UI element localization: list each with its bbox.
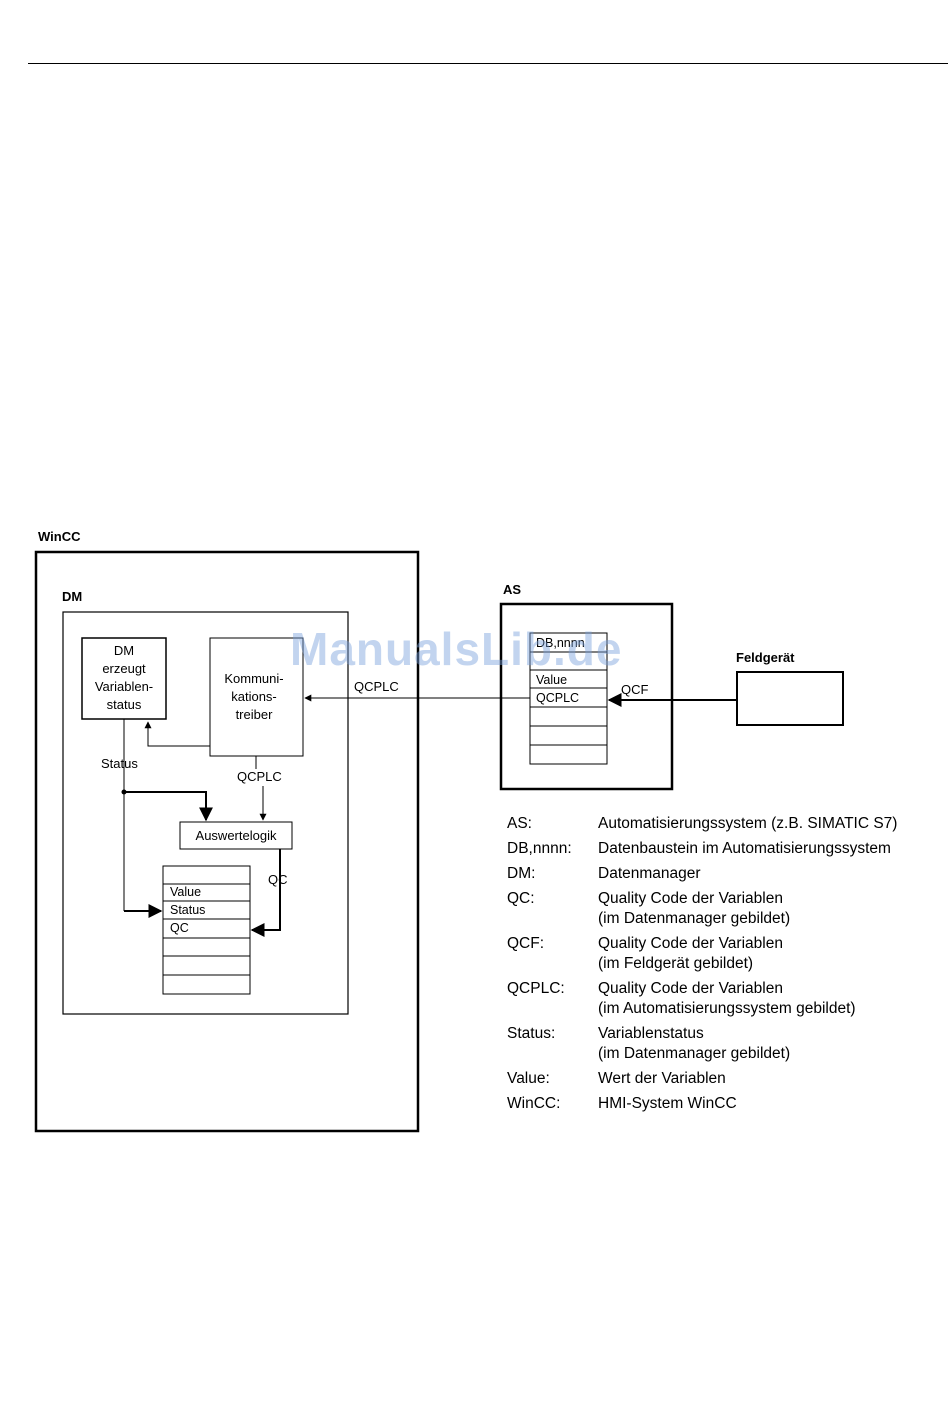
legend-value: HMI-System WinCC	[598, 1095, 737, 1112]
feldgeraet-label: Feldgerät	[736, 650, 795, 665]
wincc-label: WinCC	[38, 529, 81, 544]
legend-row-qc: QC: Quality Code der Variablen (im Daten…	[507, 889, 947, 929]
qcplc-top-label: QCPLC	[354, 679, 399, 694]
as-box	[499, 602, 674, 791]
legend-value: Datenbaustein im Automatisierungssystem	[598, 840, 891, 857]
legend-key: Value:	[507, 1070, 550, 1087]
eval-label: Auswertelogik	[196, 828, 277, 843]
legend-value: Quality Code der Variablen (im Datenmana…	[598, 890, 791, 927]
status-to-eval-arrow	[124, 791, 213, 822]
driver-line-3: treiber	[236, 707, 274, 722]
as-label: AS	[503, 582, 521, 597]
legend-key: WinCC:	[507, 1095, 561, 1112]
legend: AS: Automatisierungssystem (z.B. SIMATIC…	[507, 814, 947, 1119]
dm-table-qc: QC	[170, 921, 189, 935]
legend-value: Wert der Variablen	[598, 1070, 726, 1087]
eval-box	[179, 821, 293, 850]
legend-key: Status:	[507, 1025, 556, 1042]
legend-row-qcf: QCF: Quality Code der Variablen (im Feld…	[507, 934, 947, 974]
legend-key: QCPLC:	[507, 980, 565, 997]
feldgeraet-box	[736, 671, 844, 726]
legend-key: QC:	[507, 890, 535, 907]
legend-value: Datenmanager	[598, 865, 701, 882]
legend-key: QCF:	[507, 935, 545, 952]
qc-label: QC	[268, 872, 288, 887]
legend-key: AS:	[507, 815, 532, 832]
header-rule	[28, 63, 948, 64]
dm-box	[62, 611, 349, 1015]
legend-value: Automatisierungssystem (z.B. SIMATIC S7)	[598, 815, 898, 832]
as-table-qcplc: QCPLC	[536, 691, 579, 705]
legend-row-dm: DM: Datenmanager	[507, 864, 947, 884]
legend-value: Quality Code der Variablen (im Feldgerät…	[598, 935, 783, 972]
legend-row-wincc: WinCC: HMI-System WinCC	[507, 1094, 947, 1114]
as-table-header: DB,nnnn	[536, 636, 585, 650]
qcf-label: QCF	[621, 682, 649, 697]
dm-label: DM	[62, 589, 82, 604]
dm-variable-table	[162, 865, 251, 995]
legend-row-value: Value: Wert der Variablen	[507, 1069, 947, 1089]
qcplc-mid-label: QCPLC	[237, 769, 282, 784]
legend-row-qcplc: QCPLC: Quality Code der Variablen (im Au…	[507, 979, 947, 1019]
as-table-value: Value	[536, 673, 567, 687]
legend-row-db: DB,nnnn: Datenbaustein im Automatisierun…	[507, 839, 947, 859]
legend-row-as: AS: Automatisierungssystem (z.B. SIMATIC…	[507, 814, 947, 834]
status-label: Status	[101, 756, 138, 771]
qc-to-table-arrow	[250, 849, 281, 937]
legend-row-status: Status: Variablenstatus (im Datenmanager…	[507, 1024, 947, 1064]
dm-status-line-4: status	[107, 697, 142, 712]
legend-key: DB,nnnn:	[507, 840, 572, 857]
dm-status-line-1: DM	[114, 643, 134, 658]
dm-table-status: Status	[170, 903, 205, 917]
driver-to-status-arrow	[144, 721, 210, 747]
as-datablock-table	[529, 632, 608, 765]
driver-line-1: Kommuni-	[224, 671, 283, 686]
dm-table-value: Value	[170, 885, 201, 899]
legend-value: Variablenstatus (im Datenmanager gebilde…	[598, 1025, 791, 1062]
wincc-box	[34, 550, 420, 1133]
dm-status-line-3: Variablen-	[95, 679, 153, 694]
watermark: ManualsLib.de	[290, 623, 623, 675]
legend-key: DM:	[507, 865, 536, 882]
driver-line-2: kations-	[231, 689, 277, 704]
legend-value: Quality Code der Variablen (im Automatis…	[598, 980, 856, 1017]
dm-status-line-2: erzeugt	[102, 661, 146, 676]
